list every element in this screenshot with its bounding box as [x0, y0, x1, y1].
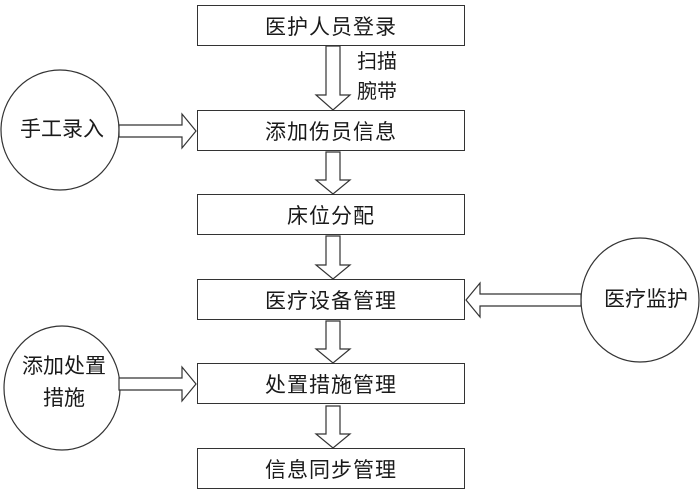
step-add-info-box: 添加伤员信息: [197, 110, 465, 151]
step-bed-box: 床位分配: [197, 194, 465, 235]
step-measure-box: 处置措施管理: [197, 363, 465, 404]
arrow-manual-to-add-info: [118, 112, 197, 150]
arrow-add-measure-to-measure: [118, 365, 197, 403]
arrow-monitor-to-device: [465, 281, 582, 319]
annotation-line1: 扫描: [357, 49, 397, 73]
arrow-device-to-measure: [314, 320, 352, 364]
step-device-box: 医疗设备管理: [197, 279, 465, 320]
arrow-add-info-to-bed: [314, 151, 352, 195]
step-label: 医疗设备管理: [265, 288, 397, 313]
add-measure-line2: 措施: [43, 386, 85, 410]
add-measure-label: 添加处置 措施: [8, 350, 120, 414]
arrow-login-to-add-info: [314, 45, 352, 111]
step-label: 医护人员登录: [265, 14, 397, 39]
arrow-measure-to-sync: [314, 405, 352, 449]
step-login-box: 医护人员登录: [197, 5, 465, 46]
step-label: 处置措施管理: [265, 372, 397, 397]
arrow-bed-to-device: [314, 235, 352, 280]
manual-entry-label: 手工录入: [20, 117, 104, 141]
medical-monitor-label: 医疗监护: [604, 287, 688, 311]
step-label: 床位分配: [287, 203, 375, 228]
annotation-line2: 腕带: [357, 79, 397, 103]
add-measure-line1: 添加处置: [22, 354, 106, 378]
step-sync-box: 信息同步管理: [197, 448, 465, 489]
flow-annotation: 扫描 腕带: [357, 46, 397, 106]
step-label: 添加伤员信息: [265, 119, 397, 144]
step-label: 信息同步管理: [265, 457, 397, 482]
